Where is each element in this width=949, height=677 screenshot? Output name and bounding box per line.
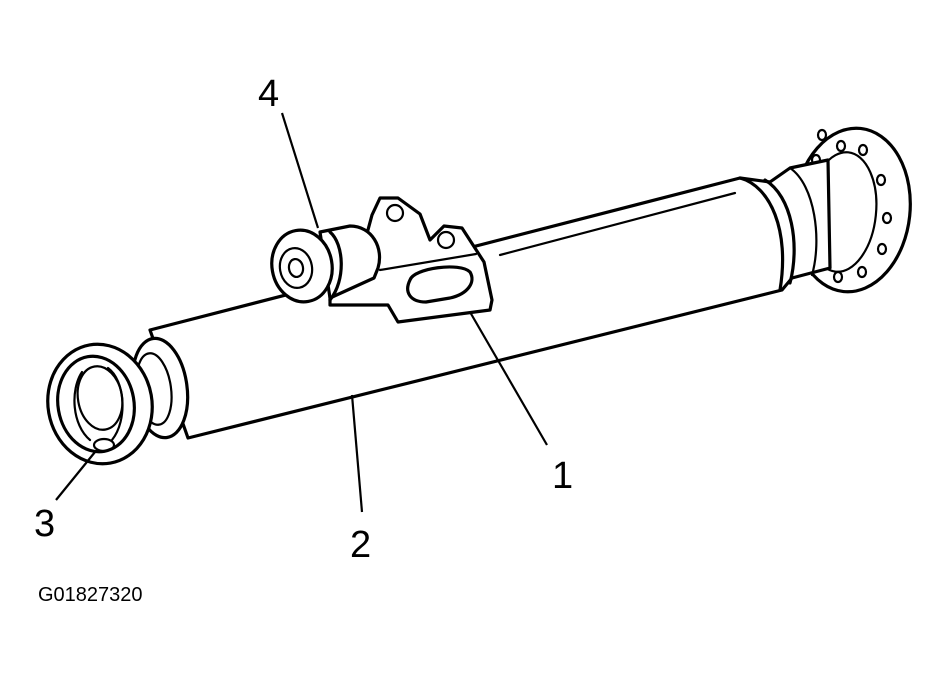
callout-1: 1 bbox=[552, 455, 573, 497]
seal-end bbox=[46, 336, 190, 466]
leader-line-4 bbox=[280, 112, 320, 229]
bracket bbox=[328, 196, 494, 324]
callout-4: 4 bbox=[258, 73, 279, 115]
leader-line-2 bbox=[350, 394, 364, 513]
leader-line-3 bbox=[55, 451, 96, 501]
callout-2: 2 bbox=[350, 524, 371, 566]
callout-3: 3 bbox=[34, 503, 55, 545]
bushing bbox=[270, 224, 382, 304]
leader-line-1 bbox=[469, 311, 548, 446]
figure-id: G01827320 bbox=[38, 584, 143, 606]
